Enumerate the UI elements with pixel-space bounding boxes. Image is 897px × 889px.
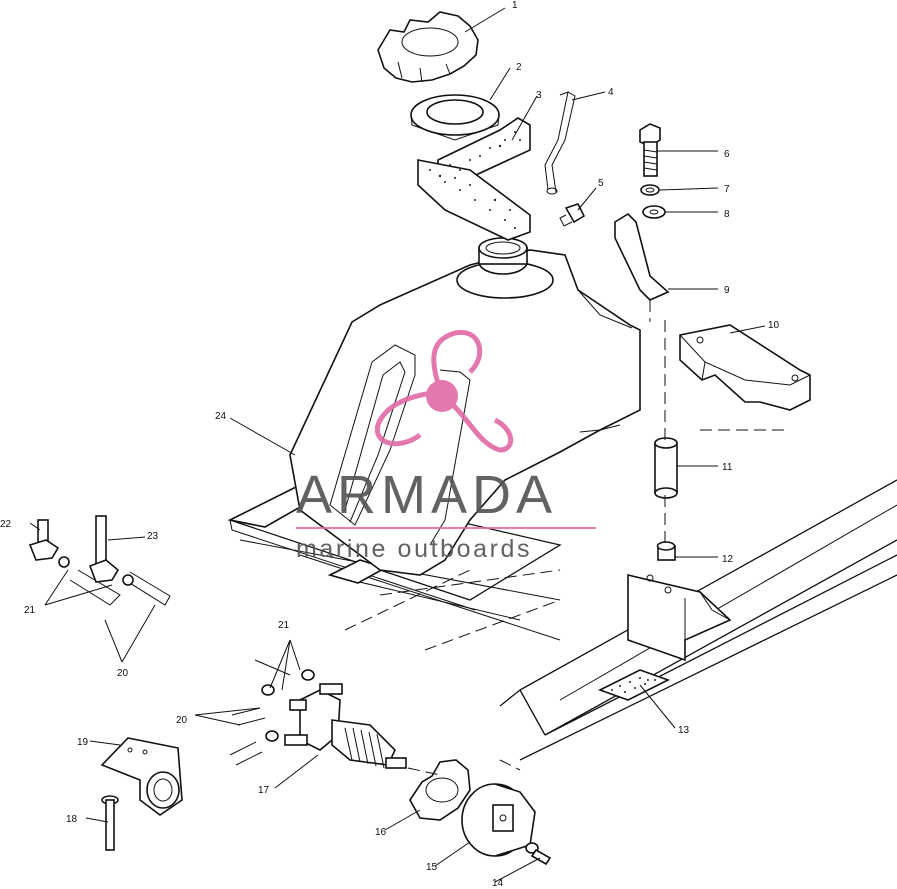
propeller-icon	[374, 329, 514, 453]
callout-15: 15	[426, 862, 438, 873]
callout-21-upper: 21	[278, 620, 290, 631]
callout-2: 2	[516, 62, 522, 73]
callout-22: 22	[0, 519, 12, 530]
callout-14: 14	[492, 878, 504, 889]
callout-6: 6	[724, 149, 730, 160]
screw	[525, 842, 552, 866]
watermark-tagline: marine outboards	[296, 535, 533, 563]
callout-12: 12	[722, 554, 734, 565]
end-cap-housing	[461, 783, 536, 857]
cap-seal	[410, 94, 500, 141]
callout-numbers: 1 2 3 4 5 6 7 8 9 10 11 12 13 14 15 16 1…	[0, 0, 780, 889]
elbow-fitting	[28, 519, 60, 561]
callout-20-upper: 20	[117, 668, 129, 679]
fuel-hoses	[69, 569, 291, 766]
bushing	[656, 541, 676, 561]
callout-13: 13	[678, 725, 690, 736]
fuel-cap	[377, 11, 479, 83]
callout-10: 10	[768, 320, 780, 331]
rivet	[101, 795, 119, 851]
rubber-pad	[679, 324, 811, 411]
callout-19: 19	[77, 737, 89, 748]
fuel-tank	[289, 237, 641, 576]
knob-nut	[409, 759, 471, 821]
callout-24: 24	[215, 411, 227, 422]
hose-clamps	[58, 556, 315, 742]
tee-fitting	[88, 515, 120, 583]
callout-21-lower: 21	[24, 605, 36, 616]
callout-8: 8	[724, 209, 730, 220]
flat-washer	[642, 205, 666, 219]
spacer-sleeve	[654, 437, 678, 499]
callout-1: 1	[512, 0, 518, 11]
callout-23: 23	[147, 531, 159, 542]
callout-18: 18	[66, 814, 78, 825]
callout-5: 5	[598, 178, 604, 189]
decal	[597, 669, 671, 701]
callout-4: 4	[608, 87, 614, 98]
fuel-valve-assembly	[284, 683, 407, 769]
vent-hose	[544, 91, 576, 195]
bolt	[639, 123, 661, 177]
mount-bracket	[100, 737, 183, 816]
callout-16: 16	[375, 827, 387, 838]
callout-9: 9	[724, 285, 730, 296]
watermark-underline	[296, 527, 596, 529]
callout-11: 11	[722, 462, 733, 473]
leader-lines	[29, 7, 766, 883]
watermark-brand: ARMADA	[296, 465, 558, 525]
assembly-guide-lines	[344, 300, 790, 776]
lock-washer	[640, 184, 660, 196]
callout-17: 17	[258, 785, 270, 796]
callout-7: 7	[724, 184, 730, 195]
frame-rail	[499, 479, 897, 761]
callout-3: 3	[536, 90, 542, 101]
foam-strips	[417, 117, 531, 241]
tank-bracket	[614, 212, 670, 301]
callout-20-lower: 20	[176, 715, 188, 726]
